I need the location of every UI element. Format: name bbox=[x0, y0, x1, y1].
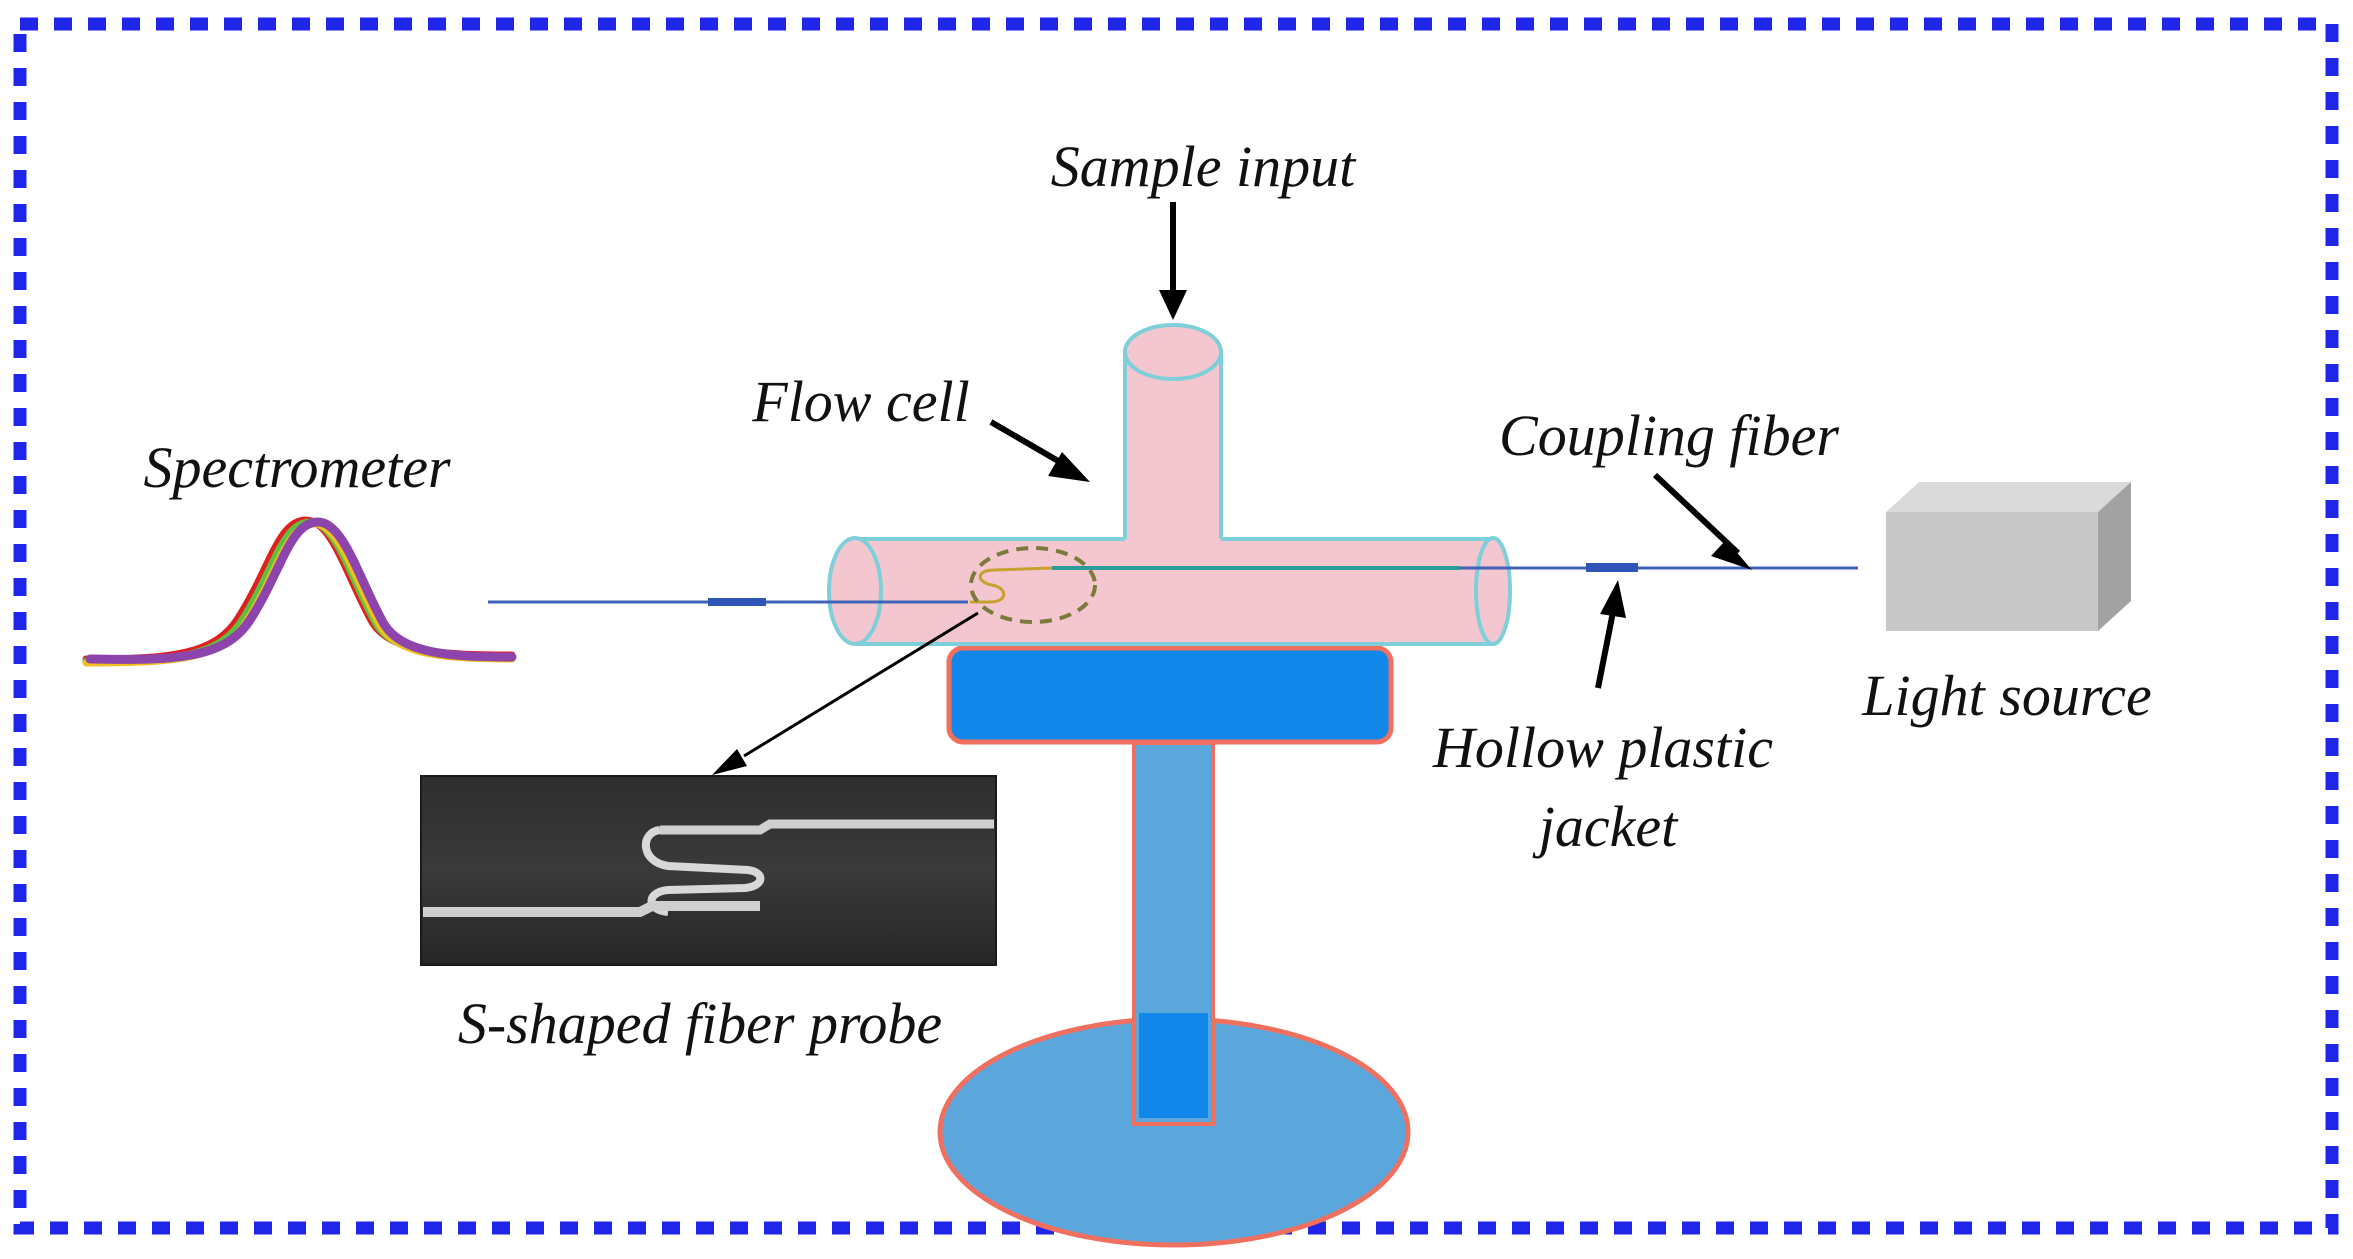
micrograph-s-bend bbox=[641, 826, 765, 916]
micrograph-upper-fiber bbox=[660, 819, 994, 835]
label-coupling-fiber: Coupling fiber bbox=[1499, 403, 1839, 468]
light-source-box bbox=[1886, 482, 2131, 631]
coupling-fiber-arrow bbox=[1652, 472, 1741, 556]
arrows bbox=[712, 202, 1752, 775]
light-source-box-top bbox=[1886, 482, 2131, 512]
label-s-probe: S-shaped fiber probe bbox=[458, 991, 942, 1056]
coupling-fiber-jacket bbox=[1586, 563, 1638, 572]
light-source-box-front bbox=[1886, 512, 2098, 631]
micrograph-lower-fiber bbox=[423, 901, 760, 917]
label-flow-cell: Flow cell bbox=[751, 369, 969, 434]
hollow-jacket-arrow bbox=[1595, 611, 1616, 689]
spectrum-curve bbox=[82, 516, 517, 667]
sem-micrograph bbox=[420, 775, 997, 966]
spectrum-curve-yellow bbox=[82, 520, 516, 667]
stand bbox=[937, 645, 1411, 1248]
flow-cell-top-opening bbox=[1123, 323, 1223, 381]
spectrum-curve-purple bbox=[85, 517, 517, 664]
flow-cell-right-opening bbox=[1474, 536, 1512, 646]
probe-zoom-arrow bbox=[743, 611, 979, 758]
spectrum-curve-green bbox=[82, 518, 516, 665]
flow-cell bbox=[827, 323, 1512, 646]
probe-highlight-circle bbox=[969, 546, 1097, 624]
label-sample-input: Sample input bbox=[1051, 134, 1357, 199]
flow-cell-horizontal-tube bbox=[855, 539, 1493, 644]
input-fiber-jacket bbox=[708, 598, 766, 606]
flow-cell-left-opening bbox=[827, 536, 883, 646]
spectrum-curve-red bbox=[82, 516, 516, 663]
flow-cell-outline bbox=[855, 537, 1493, 646]
fibers bbox=[488, 546, 1858, 624]
label-spectrometer: Spectrometer bbox=[143, 435, 451, 500]
s-shaped-probe-small bbox=[970, 566, 1053, 604]
label-hollow-jacket-line1: Hollow plastic bbox=[1432, 715, 1773, 780]
light-source-box-side bbox=[2098, 482, 2131, 631]
label-light-source: Light source bbox=[1861, 663, 2151, 728]
label-hollow-jacket-line2: jacket bbox=[1532, 794, 1679, 859]
stand-platform bbox=[946, 645, 1394, 745]
stand-pole-core bbox=[1139, 1013, 1208, 1118]
